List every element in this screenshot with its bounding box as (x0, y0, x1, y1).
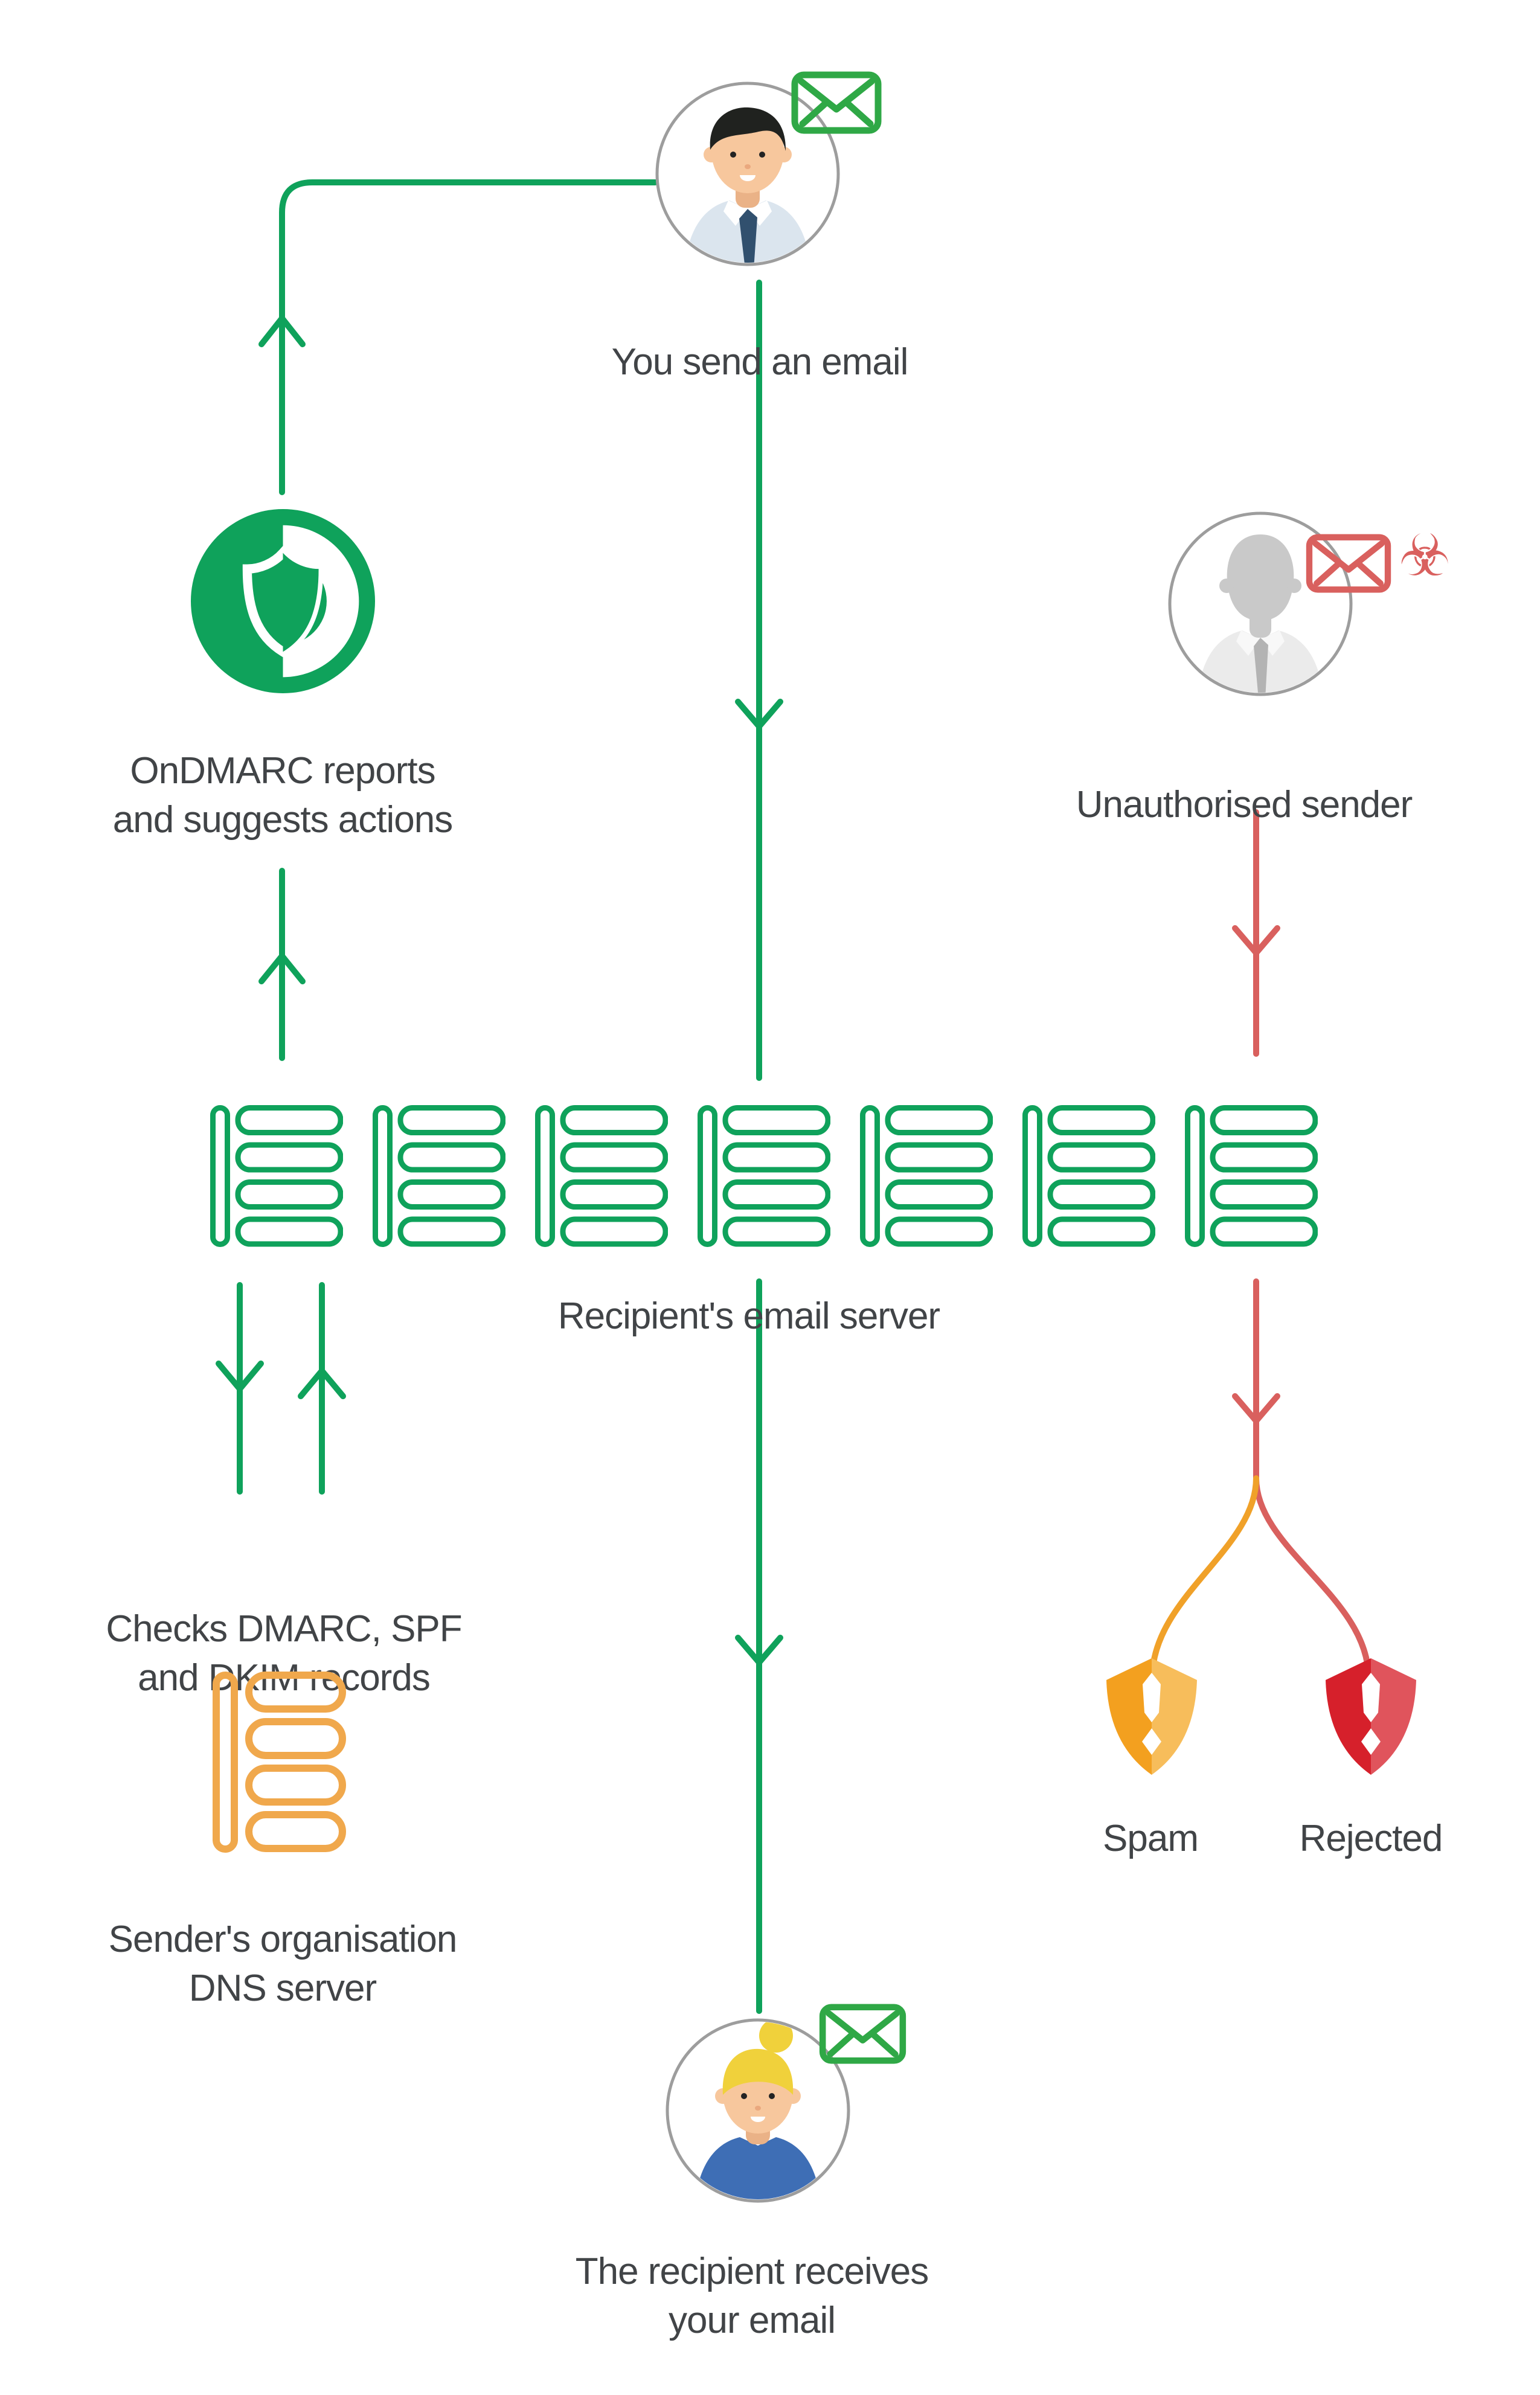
fork-rejected-branch (1253, 1475, 1372, 1681)
down-arrowhead (1232, 1393, 1280, 1424)
spam-label: Spam (1103, 1818, 1199, 1859)
spam-shield-icon (1106, 1658, 1197, 1775)
email-envelope-icon (819, 2004, 906, 2064)
down-arrowhead (1232, 925, 1280, 956)
email-server-icon (860, 1105, 993, 1247)
email-server-icon (373, 1105, 505, 1247)
email-server-icon (1022, 1105, 1155, 1247)
down-arrowhead (216, 1361, 264, 1392)
dns-server-icon (213, 1672, 346, 1853)
malicious-email-envelope-icon (1306, 534, 1391, 593)
ondmarc-label: OnDMARC reports and suggests actions (112, 750, 453, 841)
unauthorised-label: Unauthorised sender (1076, 784, 1413, 826)
checks-label: Checks DMARC, SPF and DKIM records (106, 1608, 462, 1699)
up-arrowhead (258, 953, 306, 984)
dns-label: Sender's organisation DNS server (108, 1919, 458, 2009)
up-arrowhead (258, 315, 306, 347)
rejected-shield-icon (1326, 1658, 1416, 1775)
sender-label: You send an email (611, 341, 909, 383)
down-arrowhead (735, 699, 783, 729)
unauthorised-avatar (1168, 511, 1353, 696)
down-arrowhead (735, 1635, 783, 1666)
ondmarc-shield-logo (191, 509, 375, 693)
email-envelope-icon (791, 71, 882, 134)
email-server-icon (698, 1105, 830, 1247)
rejected-label: Rejected (1299, 1818, 1443, 1859)
fork-spam-branch (1149, 1475, 1259, 1681)
email-server-icon (535, 1105, 668, 1247)
sender-to-ondmarc-line (279, 179, 658, 495)
up-arrowhead (298, 1368, 346, 1399)
biohazard-icon: ☣ (1399, 522, 1451, 589)
email-server-icon (210, 1105, 343, 1247)
sender-avatar (655, 82, 840, 266)
email-server-icon (1185, 1105, 1318, 1247)
recipient-label: The recipient receives your email (575, 2251, 929, 2341)
server-row-label: Recipient's email server (557, 1295, 940, 1337)
recipient-avatar (666, 2018, 850, 2203)
